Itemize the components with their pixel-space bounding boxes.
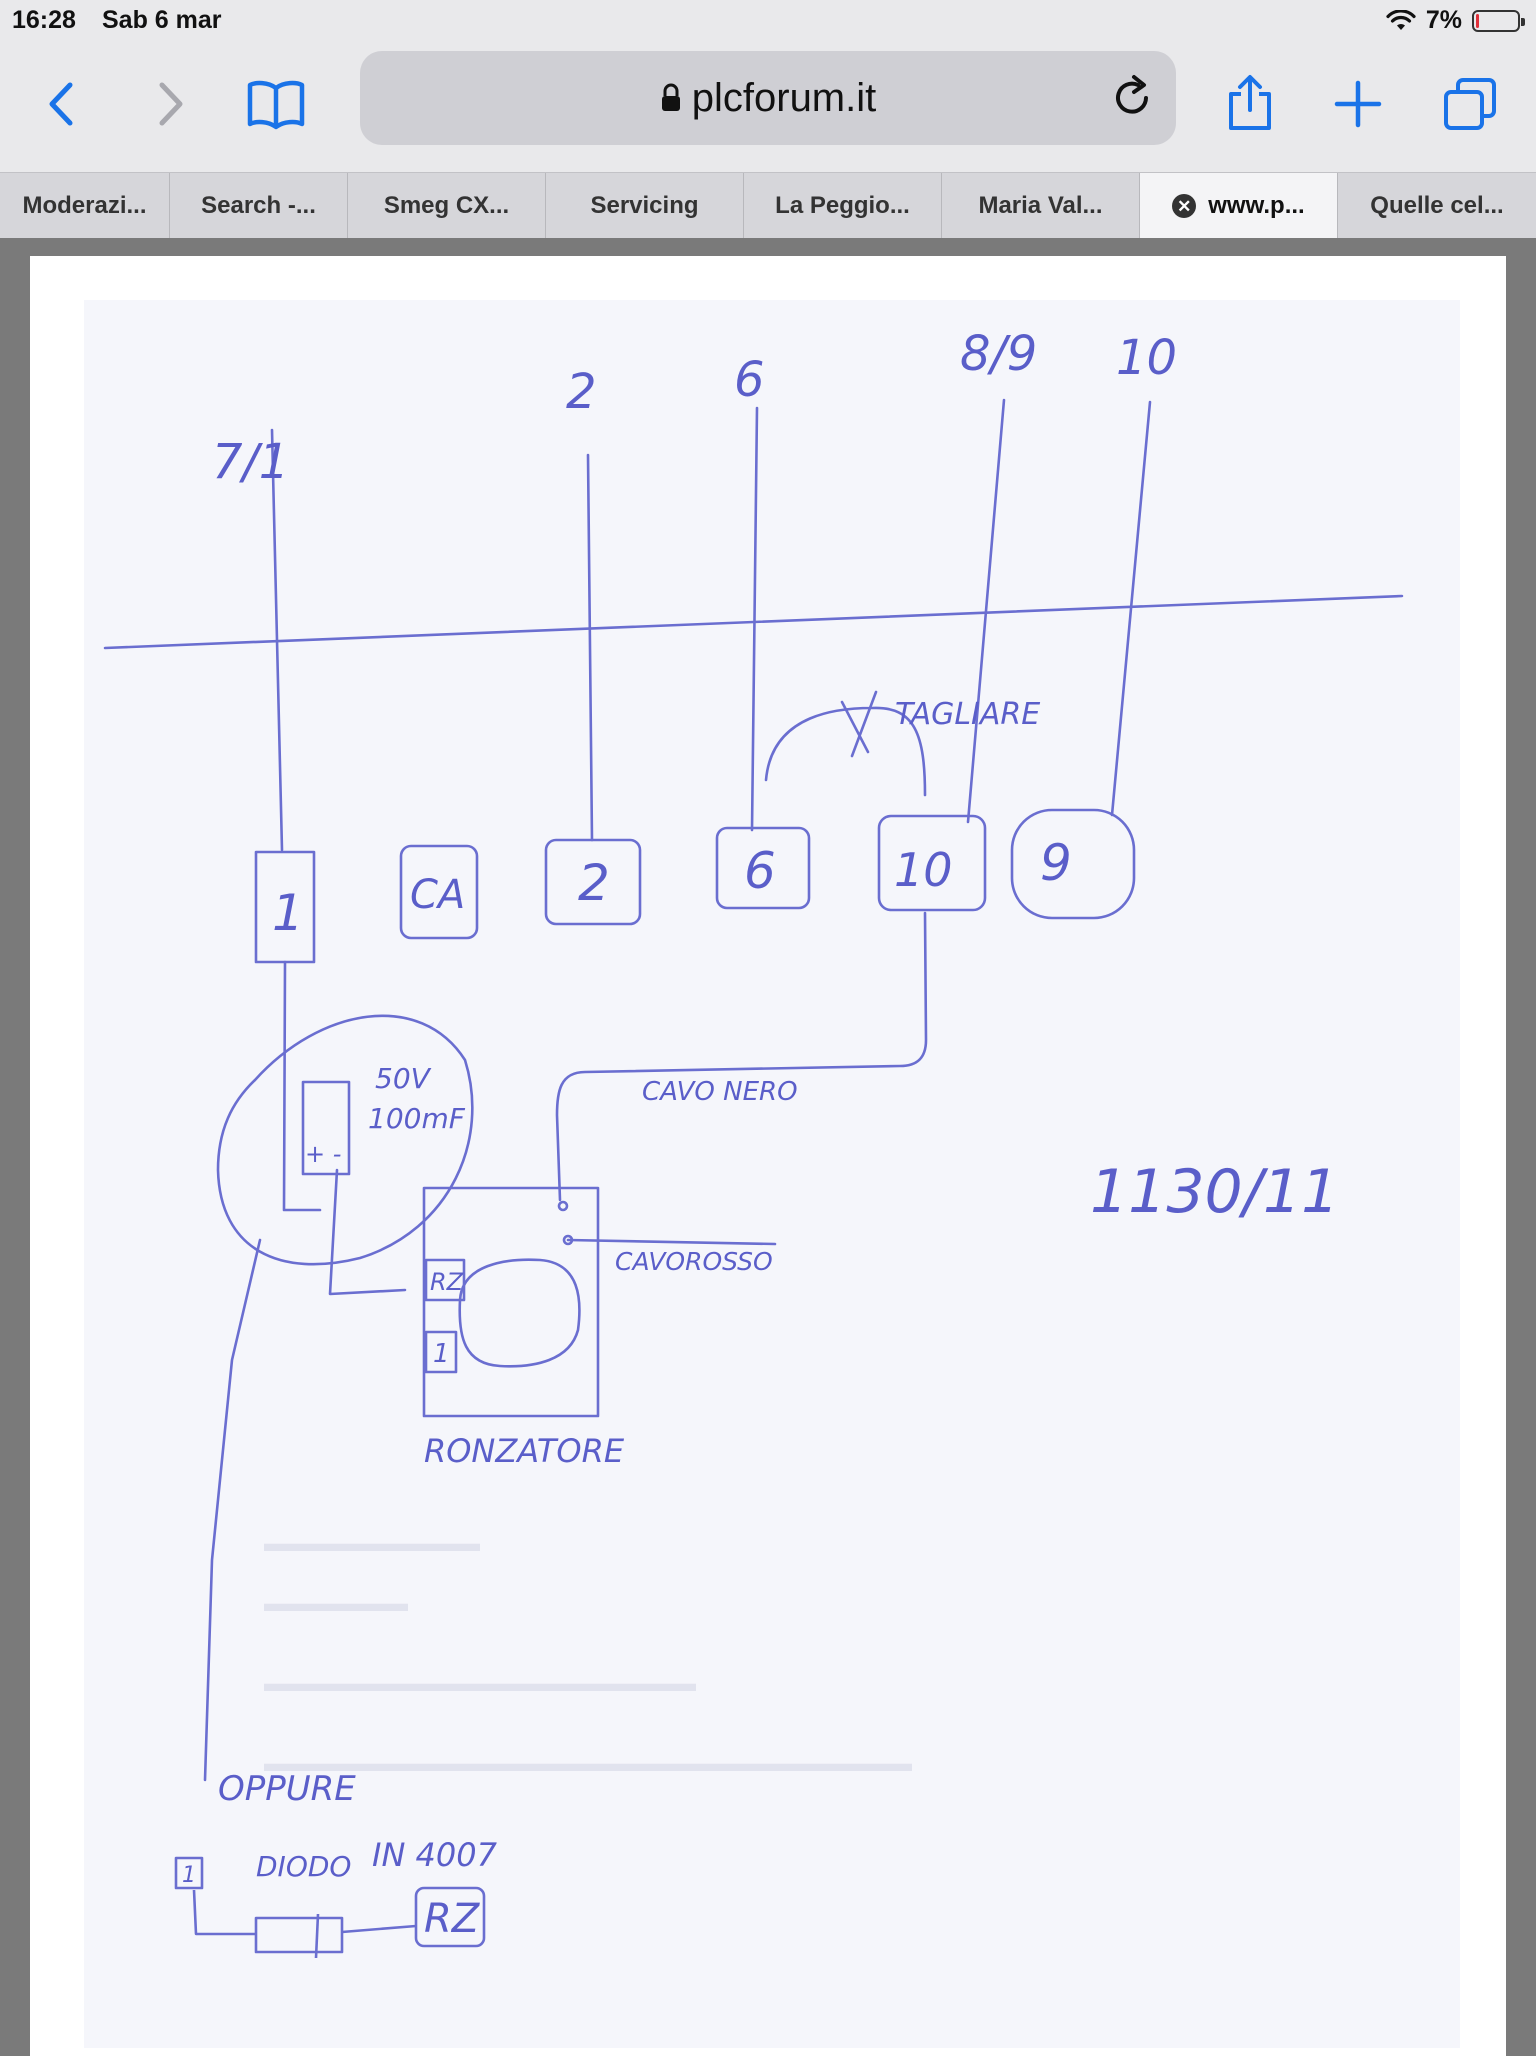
scanned-sheet: ▬▬▬▬▬▬▬▬▬ ▬▬▬▬▬▬ ▬▬▬▬▬▬▬▬▬▬▬▬▬▬▬▬▬▬ ▬▬▬▬… <box>84 300 1460 2048</box>
tab-label: La Peggio... <box>775 192 910 219</box>
battery-percent: 7% <box>1425 6 1462 34</box>
url-text: plcforum.it <box>691 75 877 120</box>
lock-icon <box>661 83 680 111</box>
share-icon <box>1229 75 1271 130</box>
tab-label: Search -... <box>201 192 316 219</box>
tab-maria-val[interactable]: Maria Val... <box>942 173 1140 239</box>
tab-servicing[interactable]: Servicing <box>546 173 744 239</box>
tab-label: Servicing <box>590 192 699 219</box>
status-time: 16:28 <box>12 6 76 34</box>
browser-toolbar: plcforum.it <box>0 44 1536 172</box>
share-button[interactable] <box>1218 72 1282 136</box>
chevron-left-icon <box>49 82 73 126</box>
tab-label: Maria Val... <box>978 192 1103 219</box>
tab-plcforum-active[interactable]: ✕ www.p... <box>1140 173 1338 239</box>
close-tab-icon[interactable]: ✕ <box>1172 194 1197 218</box>
tab-moderazione[interactable]: Moderazi... <box>0 173 170 239</box>
tab-search[interactable]: Search -... <box>170 173 348 239</box>
address-bar[interactable]: plcforum.it <box>360 51 1176 145</box>
tab-label: Smeg CX... <box>383 192 510 219</box>
chevron-right-icon <box>159 82 183 126</box>
tab-quelle-cel[interactable]: Quelle cel... <box>1338 173 1536 239</box>
reload-icon <box>1116 75 1148 114</box>
tabs-icon <box>1444 78 1496 130</box>
tab-label: Quelle cel... <box>1370 192 1504 219</box>
tab-strip: Moderazi... Search -... Smeg CX... Servi… <box>0 172 1536 240</box>
tab-label: www.p... <box>1208 192 1305 219</box>
reload-button[interactable] <box>1108 73 1156 126</box>
tab-la-peggio[interactable]: La Peggio... <box>744 173 942 239</box>
tab-overview-button[interactable] <box>1438 72 1502 136</box>
bookmarks-button[interactable] <box>244 72 308 136</box>
battery-icon <box>1472 9 1525 32</box>
tab-label: Moderazi... <box>22 192 147 219</box>
plus-icon <box>1334 80 1382 128</box>
status-bar: 16:28 Sab 6 mar 7% <box>0 0 1536 44</box>
book-icon <box>247 80 305 130</box>
back-button[interactable] <box>30 72 94 136</box>
battery-level <box>1476 13 1479 28</box>
status-right: 7% <box>1386 6 1525 35</box>
wifi-icon <box>1386 9 1416 30</box>
forward-button[interactable] <box>138 72 202 136</box>
tab-smeg[interactable]: Smeg CX... <box>348 173 546 239</box>
new-tab-button[interactable] <box>1326 72 1390 136</box>
status-date: Sab 6 mar <box>102 6 222 34</box>
